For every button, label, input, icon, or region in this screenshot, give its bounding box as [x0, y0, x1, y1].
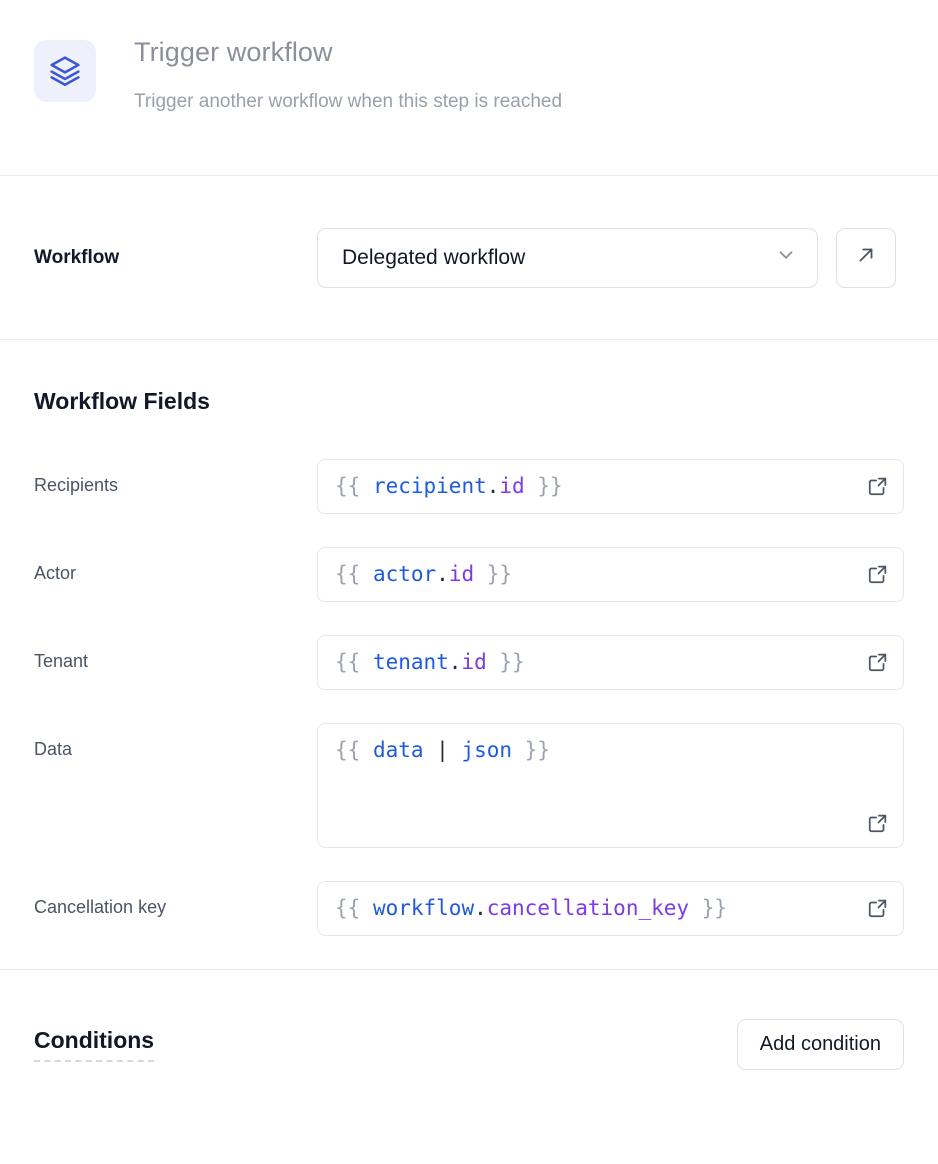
- field-value: {{ data | json }}: [335, 737, 550, 762]
- field-input-tenant[interactable]: {{ tenant.id }}: [317, 634, 904, 690]
- field-value: {{ recipient.id }}: [335, 474, 563, 498]
- field-row: Cancellation key {{ workflow.cancellation…: [34, 880, 904, 936]
- fields-list: Recipients {{ recipient.id }} Actor {{ acto…: [34, 459, 904, 936]
- field-value: {{ workflow.cancellation_key }}: [335, 895, 727, 920]
- field-input-actor[interactable]: {{ actor.id }}: [317, 546, 904, 602]
- field-input-recipients[interactable]: {{ recipient.id }}: [317, 459, 904, 514]
- workflow-select-value: Delegated workflow: [342, 245, 526, 269]
- divider-fields: [0, 968, 938, 970]
- layers-icon: [34, 40, 96, 102]
- conditions-section: Conditions Add condition: [0, 970, 938, 1120]
- field-label: Recipients: [34, 475, 119, 495]
- external-link-icon[interactable]: [867, 563, 889, 585]
- field-input-data[interactable]: {{ data | json }}: [317, 722, 904, 848]
- external-link-icon[interactable]: [867, 651, 889, 673]
- field-row: Actor {{ actor.id }}: [34, 546, 904, 602]
- field-label: Actor: [34, 562, 77, 583]
- step-header: Trigger workflow Trigger another workflo…: [0, 0, 938, 175]
- conditions-title: Conditions: [34, 1027, 155, 1062]
- workflow-select[interactable]: Delegated workflow: [317, 227, 818, 288]
- divider-workflow: [0, 339, 938, 340]
- page-subtitle: Trigger another workflow when this step …: [134, 90, 563, 112]
- external-link-icon[interactable]: [867, 812, 889, 834]
- field-value: {{ tenant.id }}: [335, 649, 525, 674]
- arrow-up-right-icon: [855, 244, 877, 271]
- page-title: Trigger workflow: [134, 37, 333, 67]
- workflow-fields-title: Workflow Fields: [34, 388, 210, 414]
- field-label: Data: [34, 738, 73, 759]
- workflow-row: Workflow Delegated workflow: [0, 176, 938, 339]
- add-condition-button[interactable]: Add condition: [736, 1019, 904, 1070]
- field-label: Cancellation key: [34, 896, 167, 917]
- open-workflow-button[interactable]: [836, 227, 896, 288]
- field-row: Recipients {{ recipient.id }}: [34, 459, 904, 514]
- external-link-icon[interactable]: [867, 897, 889, 919]
- workflow-label: Workflow: [34, 246, 120, 268]
- chevron-down-icon: [775, 244, 797, 271]
- field-label: Tenant: [34, 650, 89, 671]
- workflow-fields-section: Workflow Fields Recipients {{ recipient.i…: [0, 340, 938, 936]
- field-row: Tenant {{ tenant.id }}: [34, 634, 904, 690]
- external-link-icon[interactable]: [867, 475, 889, 497]
- field-input-cancellation-key[interactable]: {{ workflow.cancellation_key }}: [317, 880, 904, 936]
- field-value: {{ actor.id }}: [335, 561, 513, 586]
- field-row: Data {{ data | json }}: [34, 722, 904, 848]
- divider-header: [0, 175, 938, 176]
